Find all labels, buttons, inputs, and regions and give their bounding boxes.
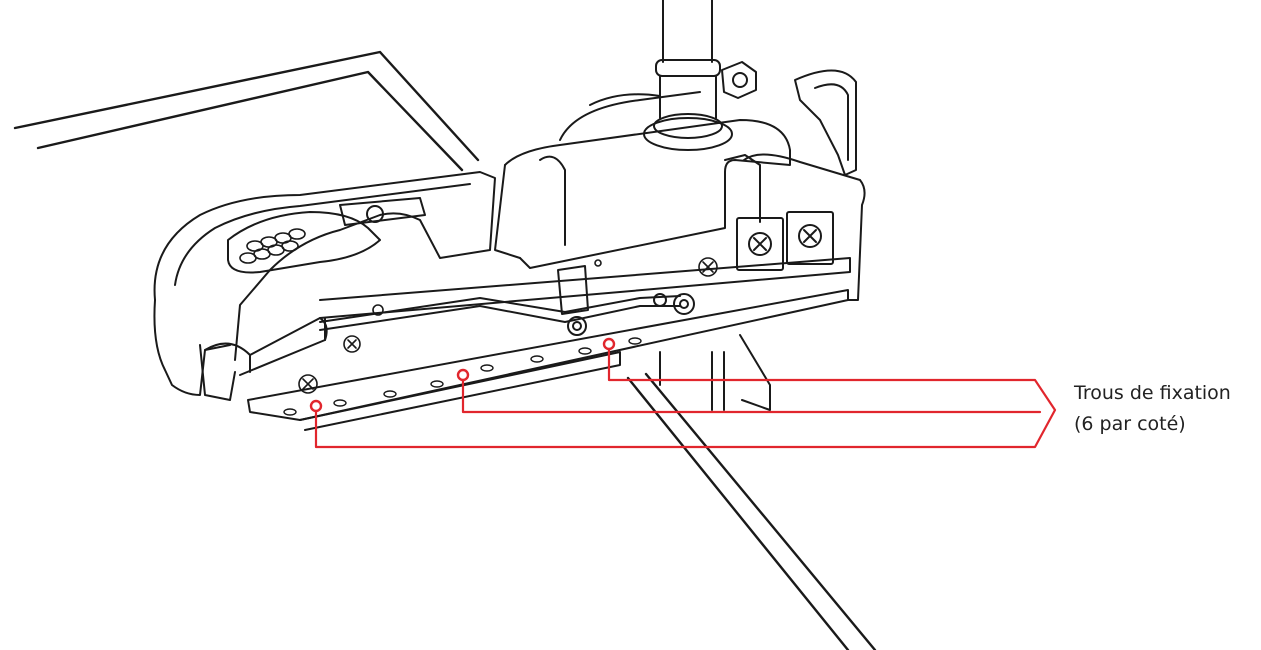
callout-label-line2: (6 par coté) (1074, 413, 1186, 435)
linkage-arm (319, 265, 695, 336)
motor-shaft (643, 0, 757, 151)
rear-bracket (724, 69, 866, 301)
mounting-hole-marker (309, 337, 616, 413)
keypad-icon (239, 228, 306, 264)
callout-label-line1: Trous de fixation (1074, 382, 1231, 404)
boat-bow-edge (626, 372, 877, 650)
front-body (153, 171, 496, 401)
boat-deck-edge (13, 50, 480, 172)
bolt-plates (736, 211, 834, 271)
callout-label: Trous de fixation (6 par coté) (1074, 378, 1231, 440)
mount-housing (494, 91, 791, 269)
callout-line-outer (314, 344, 1057, 449)
lower-shaft (659, 334, 771, 411)
callout-line-middle (461, 376, 1042, 414)
mounting-holes (283, 337, 642, 416)
screw-icon (298, 257, 718, 394)
callout-lines (314, 344, 1057, 449)
